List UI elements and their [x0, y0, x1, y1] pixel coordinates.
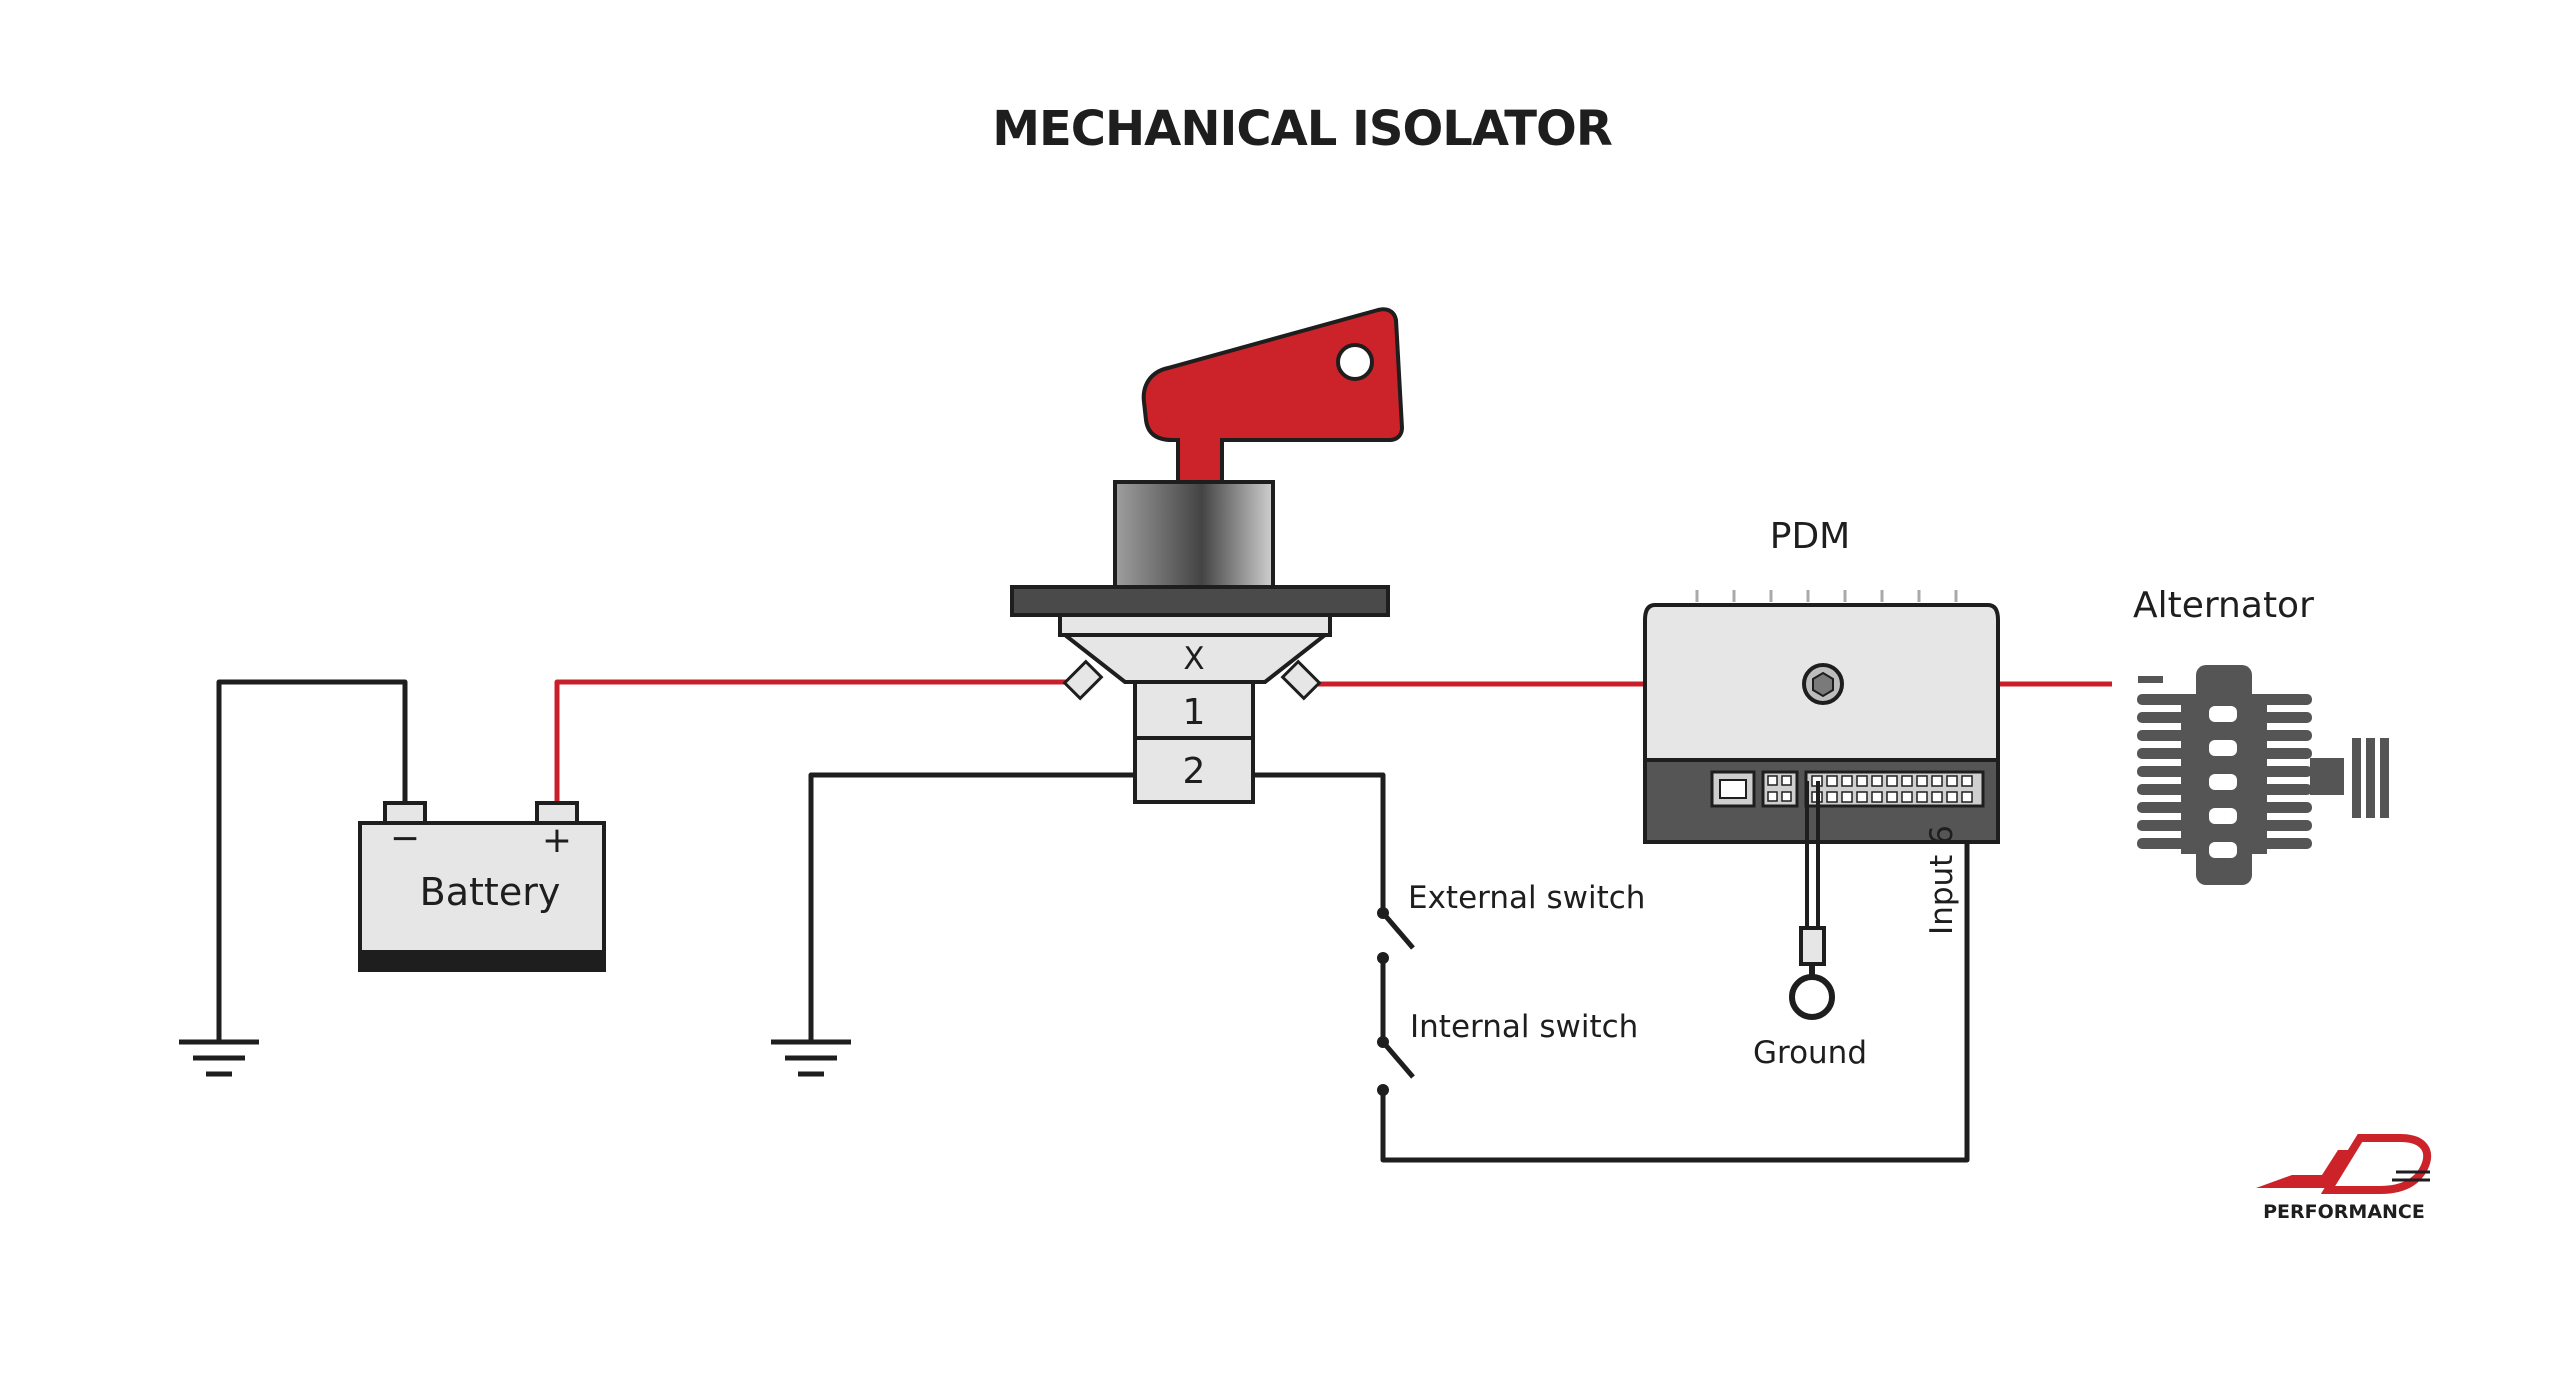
ld-logo-icon — [2256, 1134, 2432, 1194]
wire-battery-positive — [554, 679, 1072, 818]
wire-isolator-to-ground — [808, 772, 1135, 1040]
pdm-unit-icon — [1643, 590, 2000, 844]
ground-wires — [216, 679, 1970, 1163]
ground-symbol-icon — [771, 1039, 851, 1077]
battery-positive-sign: + — [542, 820, 572, 861]
pdm-ground-label: Ground — [1753, 1035, 1867, 1071]
battery-icon: − + — [358, 801, 606, 972]
alternator-icon — [2137, 665, 2389, 885]
isolator-terminal-2: 2 — [1183, 751, 1206, 792]
isolator-terminal-1: 1 — [1183, 692, 1206, 733]
wire-switch-to-pdm-input — [1380, 808, 1970, 1163]
ring-terminal-icon — [1789, 781, 1835, 1020]
pdm-label: PDM — [1770, 516, 1851, 557]
battery-label: Battery — [420, 870, 561, 914]
switch-icon — [1377, 907, 1415, 964]
external-switch-label: External switch — [1408, 880, 1645, 916]
pdm-input-label: Input 6 — [1924, 825, 1960, 935]
isolator-key-icon — [1141, 307, 1405, 484]
isolator-switch: X 1 2 — [1010, 307, 1405, 804]
page-title: MECHANICAL ISOLATOR — [992, 101, 1612, 157]
wire-battery-negative — [216, 679, 408, 1040]
internal-switch-label: Internal switch — [1410, 1009, 1638, 1045]
alternator-label: Alternator — [2133, 585, 2314, 626]
logo-performance-text: PERFORMANCE — [2263, 1201, 2425, 1223]
switch-icon — [1377, 1036, 1415, 1096]
wire-isolator-to-switch — [1250, 772, 1386, 913]
battery-negative-sign: − — [390, 818, 420, 859]
ground-symbol-icon — [179, 1039, 259, 1077]
isolator-terminal-x: X — [1183, 641, 1204, 677]
